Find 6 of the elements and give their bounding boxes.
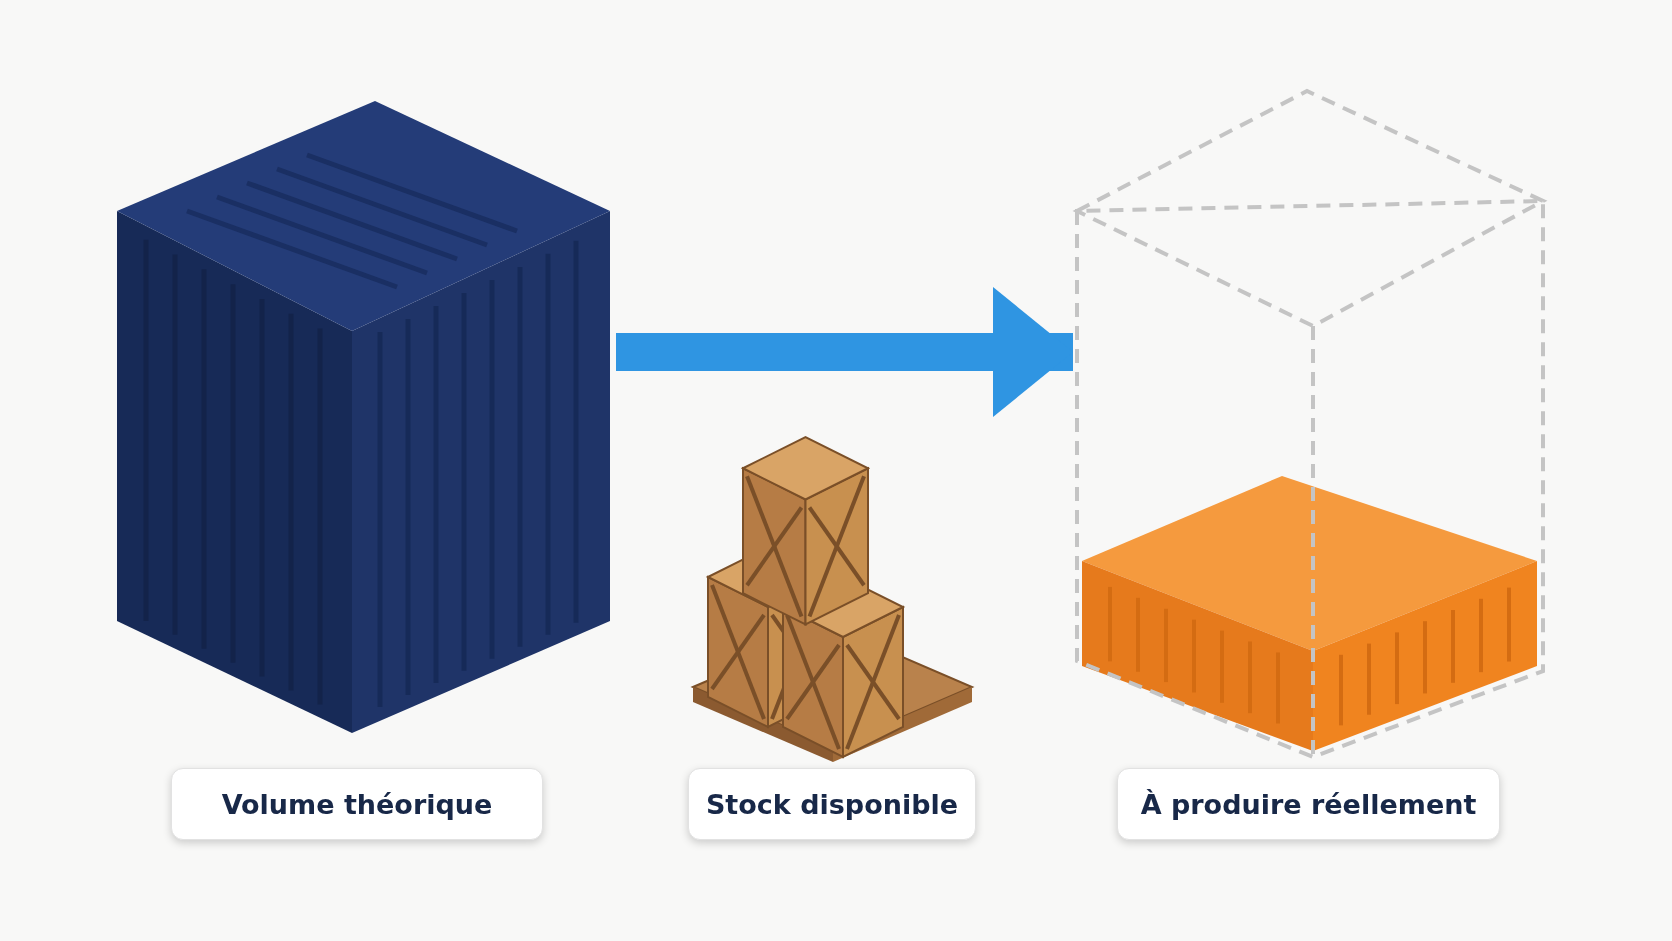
label-card: Volume théorique	[171, 768, 543, 840]
shipping-container-drawing	[117, 101, 610, 733]
label-card: À produire réellement	[1117, 768, 1500, 840]
label-card: Stock disponible	[688, 768, 976, 840]
arrow	[616, 287, 1073, 417]
stacked-crates-drawing	[693, 437, 972, 762]
